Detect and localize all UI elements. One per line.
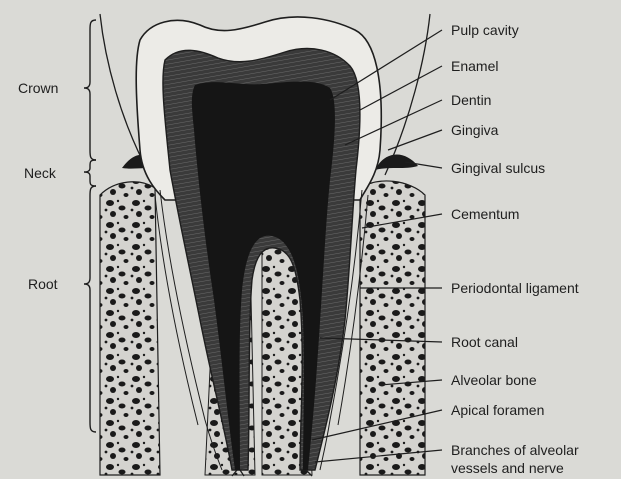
alveolar-bone-right xyxy=(360,181,425,475)
label-crown: Crown xyxy=(18,80,58,96)
label-branches-line2: vessels and nerve xyxy=(451,460,564,476)
label-branches-line1: Branches of alveolar xyxy=(451,442,579,458)
neck-bracket xyxy=(84,160,96,186)
label-cementum: Cementum xyxy=(451,206,519,222)
alveolar-bone-left xyxy=(100,182,160,475)
label-gingival-sulcus: Gingival sulcus xyxy=(451,160,545,176)
label-root-canal: Root canal xyxy=(451,334,518,350)
crown-bracket xyxy=(84,20,96,160)
label-alveolar-bone: Alveolar bone xyxy=(451,372,537,388)
label-apical-foramen: Apical foramen xyxy=(451,402,544,418)
label-enamel: Enamel xyxy=(451,58,498,74)
label-gingiva: Gingiva xyxy=(451,122,499,138)
label-periodontal-ligament: Periodontal ligament xyxy=(451,280,579,296)
label-dentin: Dentin xyxy=(451,92,491,108)
root-bracket xyxy=(84,186,96,432)
label-pulp-cavity: Pulp cavity xyxy=(451,22,519,38)
label-root: Root xyxy=(28,276,58,292)
left-brackets xyxy=(84,20,96,432)
label-neck: Neck xyxy=(24,165,57,181)
